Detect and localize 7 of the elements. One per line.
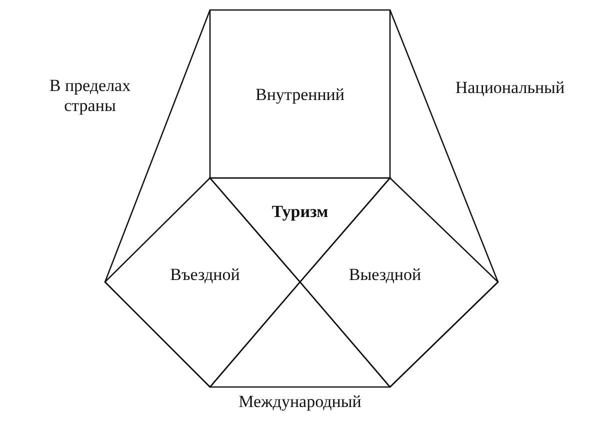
region-label: Внутренний: [256, 85, 344, 105]
region-label: Выездной: [348, 265, 422, 285]
region-label: Въездной: [170, 265, 240, 285]
side-label: Национальный: [454, 78, 566, 98]
side-label: В пределах страны: [48, 76, 132, 116]
side-label: Международный: [238, 392, 362, 412]
title-text: Туризм: [272, 202, 328, 222]
